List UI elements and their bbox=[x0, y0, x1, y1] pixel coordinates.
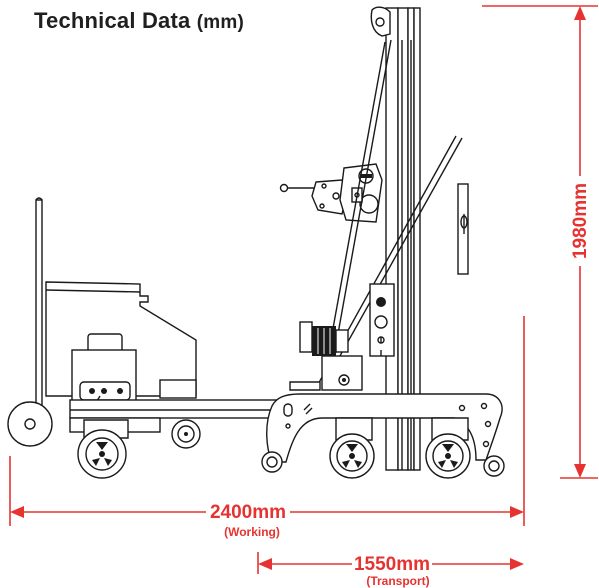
motor bbox=[289, 321, 363, 391]
rear-wheel-large bbox=[7, 401, 53, 447]
outrigger-caster-center bbox=[329, 417, 375, 479]
transport-length-note: (Transport) bbox=[366, 574, 429, 588]
height-arrow-bottom bbox=[574, 464, 586, 478]
transport-length-dimension: 1550mm (Transport) bbox=[257, 552, 524, 588]
working-length-note: (Working) bbox=[224, 525, 280, 539]
working-arrow-right bbox=[510, 506, 524, 518]
swivel-caster-1 bbox=[77, 419, 129, 479]
title-main: Technical Data bbox=[34, 8, 191, 33]
height-label: 1980mm bbox=[570, 183, 591, 259]
height-dimension: 1980mm bbox=[482, 5, 598, 479]
height-arrow-top bbox=[574, 6, 586, 20]
mast-side-plate bbox=[457, 183, 469, 275]
control-box bbox=[369, 283, 395, 357]
title-unit: (mm) bbox=[196, 12, 245, 33]
outrigger-caster-right bbox=[425, 417, 471, 479]
push-handle bbox=[35, 197, 43, 411]
transport-arrow-left bbox=[258, 558, 272, 570]
power-unit bbox=[71, 333, 137, 413]
working-length-dimension: 2400mm (Working) bbox=[9, 316, 525, 539]
page-title: Technical Data (mm) bbox=[34, 8, 244, 34]
swivel-caster-2 bbox=[171, 419, 201, 449]
working-length-label: 2400mm bbox=[210, 502, 286, 523]
outrigger-wheel-left bbox=[261, 451, 283, 473]
transport-length-label: 1550mm bbox=[354, 554, 430, 575]
front-wheel bbox=[483, 455, 505, 477]
working-arrow-left bbox=[10, 506, 24, 518]
transport-arrow-right bbox=[510, 558, 524, 570]
